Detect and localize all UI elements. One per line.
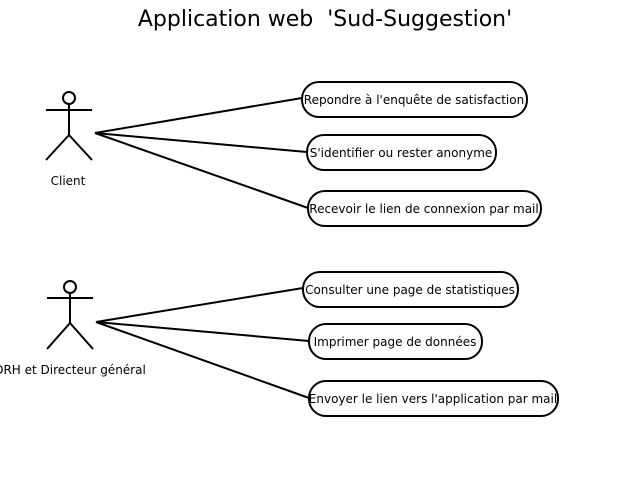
actor-drh-directeur: DRH et Directeur général	[0, 280, 146, 377]
association-line	[94, 132, 309, 209]
actor-client: Client	[45, 91, 93, 188]
use-case: Recevoir le lien de connexion par mail	[307, 190, 542, 227]
association-line	[94, 97, 303, 134]
stick-figure-icon	[46, 280, 94, 350]
use-case-label: Imprimer page de données	[314, 335, 477, 349]
use-case-label: Envoyer le lien vers l'application par m…	[309, 392, 557, 406]
use-case: Consulter une page de statistiques	[302, 271, 519, 308]
use-case: Imprimer page de données	[308, 323, 483, 360]
stick-figure-icon	[45, 91, 93, 161]
association-line	[95, 321, 310, 399]
use-case-label: Consulter une page de statistiques	[305, 283, 515, 297]
use-case: Repondre à l'enquête de satisfaction	[301, 81, 528, 118]
diagram-title: Application web 'Sud-Suggestion'	[138, 7, 512, 32]
use-case-label: Repondre à l'enquête de satisfaction	[304, 93, 524, 107]
use-case-label: S'identifier ou rester anonyme	[310, 146, 493, 160]
actor-label: DRH et Directeur général	[0, 363, 146, 377]
association-line	[95, 321, 310, 342]
actor-label: Client	[51, 174, 86, 188]
use-case-label: Recevoir le lien de connexion par mail	[309, 202, 538, 216]
use-case: S'identifier ou rester anonyme	[306, 134, 497, 171]
use-case: Envoyer le lien vers l'application par m…	[308, 380, 559, 417]
association-line	[95, 287, 304, 323]
association-line	[94, 132, 308, 153]
